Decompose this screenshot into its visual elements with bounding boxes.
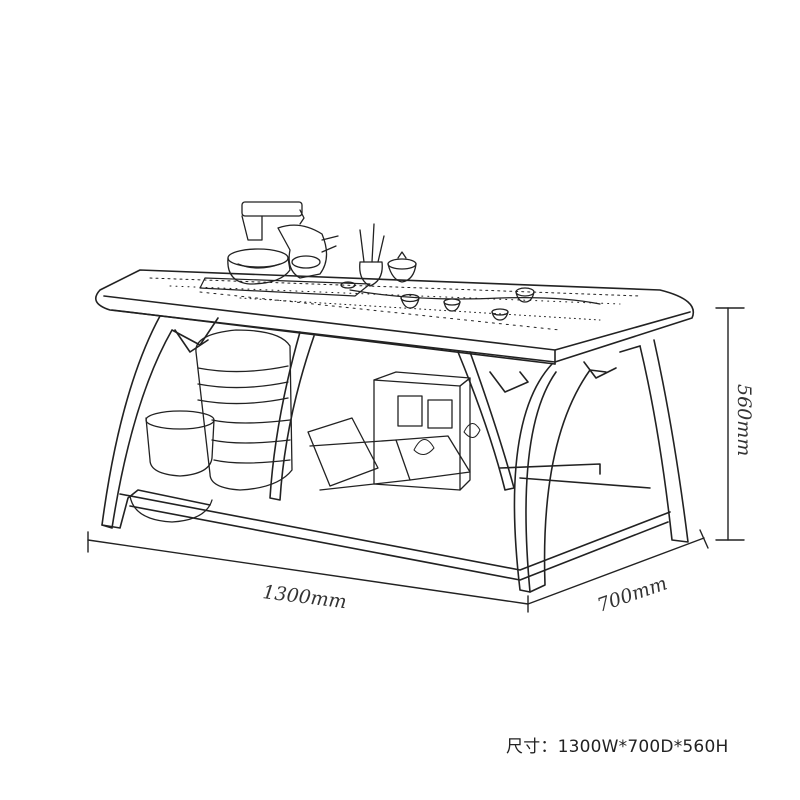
- height-dimension-label: 560mm: [733, 384, 755, 456]
- shelf-items: [129, 329, 481, 523]
- tea-set: [227, 201, 535, 321]
- table-legs: [101, 315, 689, 593]
- depth-dimension-label: 700mm: [594, 572, 670, 616]
- tabletop: [94, 269, 695, 365]
- size-spec: 尺寸：1300W*700D*560H: [506, 732, 786, 758]
- dimension-lines: [87, 307, 745, 613]
- width-dimension-label: 1300mm: [261, 581, 347, 613]
- size-spec-value: 1300W*700D*560H: [557, 737, 729, 757]
- size-spec-label: 尺寸：: [506, 737, 558, 757]
